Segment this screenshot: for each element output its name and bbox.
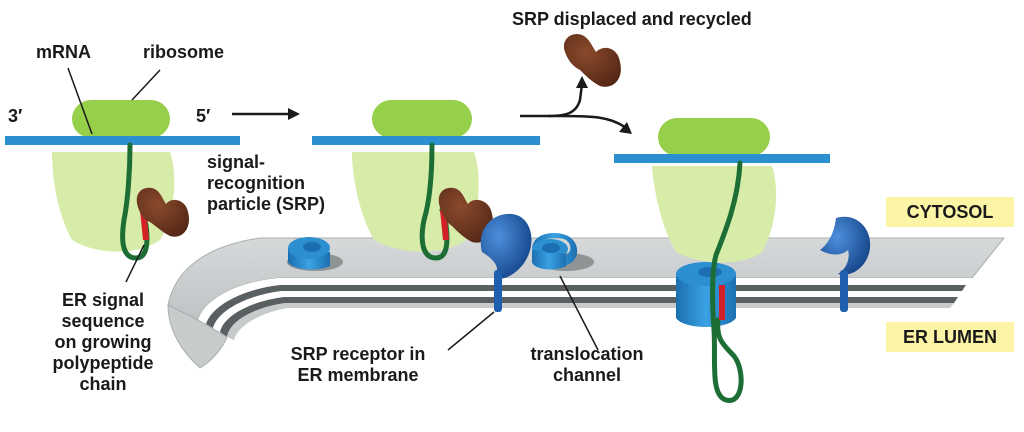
er-signal-label-line: chain	[79, 374, 127, 394]
three-prime-label: 3′	[8, 106, 23, 126]
ribosome-label: ribosome	[143, 42, 225, 62]
er-signal-label-line: on growing	[54, 332, 152, 352]
translocation-label-line: channel	[552, 365, 622, 385]
recycling-arrow	[520, 76, 632, 134]
er-signal-label-line: polypeptide	[52, 353, 154, 373]
srp-label-line: recognition	[207, 173, 305, 193]
stage-2-ribosome	[312, 100, 540, 312]
growing-polypeptide	[120, 142, 150, 261]
cytosol-tag: CYTOSOL	[886, 197, 1014, 227]
srp-displaced-label: SRP displaced and recycled	[512, 9, 752, 29]
mrna-strand	[5, 136, 240, 145]
er-lumen-tag: ER LUMEN	[886, 322, 1014, 352]
mrna-strand	[614, 154, 830, 163]
translocation-label-line: translocation	[530, 344, 644, 364]
five-prime-label: 5′	[196, 106, 211, 126]
srp-label-line: particle (SRP)	[207, 194, 326, 214]
stage-1-ribosome	[5, 100, 240, 261]
srp-particle	[136, 187, 190, 237]
srp-receptor	[480, 213, 532, 279]
translocation-channel-closed	[288, 237, 330, 270]
srp-receptor-label-line: SRP receptor in	[290, 344, 426, 364]
mrna-strand	[312, 136, 540, 145]
srp-receptor-label-line: ER membrane	[297, 365, 419, 385]
er-signal-label: ER signal sequence on growing polypeptid…	[28, 290, 178, 395]
er-membrane	[167, 237, 1006, 369]
translocation-channel-closed	[532, 232, 578, 270]
srp-label-line: signal-	[207, 152, 266, 172]
srp-receptor-label: SRP receptor in ER membrane	[272, 344, 444, 386]
progress-arrow	[232, 108, 300, 120]
srp-displaced	[563, 33, 621, 87]
srp-particle	[438, 187, 494, 243]
mrna-label: mRNA	[36, 42, 92, 62]
srp-receptor-free	[820, 216, 871, 312]
er-signal-label-line: ER signal	[61, 290, 145, 310]
stage-3-ribosome	[614, 118, 830, 403]
growing-polypeptide	[419, 142, 450, 261]
srp-label: signal- recognition particle (SRP)	[207, 152, 325, 215]
leader-lines	[67, 67, 599, 351]
er-signal-label-line: sequence	[61, 311, 145, 331]
translocation-label: translocation channel	[512, 344, 662, 386]
growing-polypeptide	[710, 160, 744, 403]
